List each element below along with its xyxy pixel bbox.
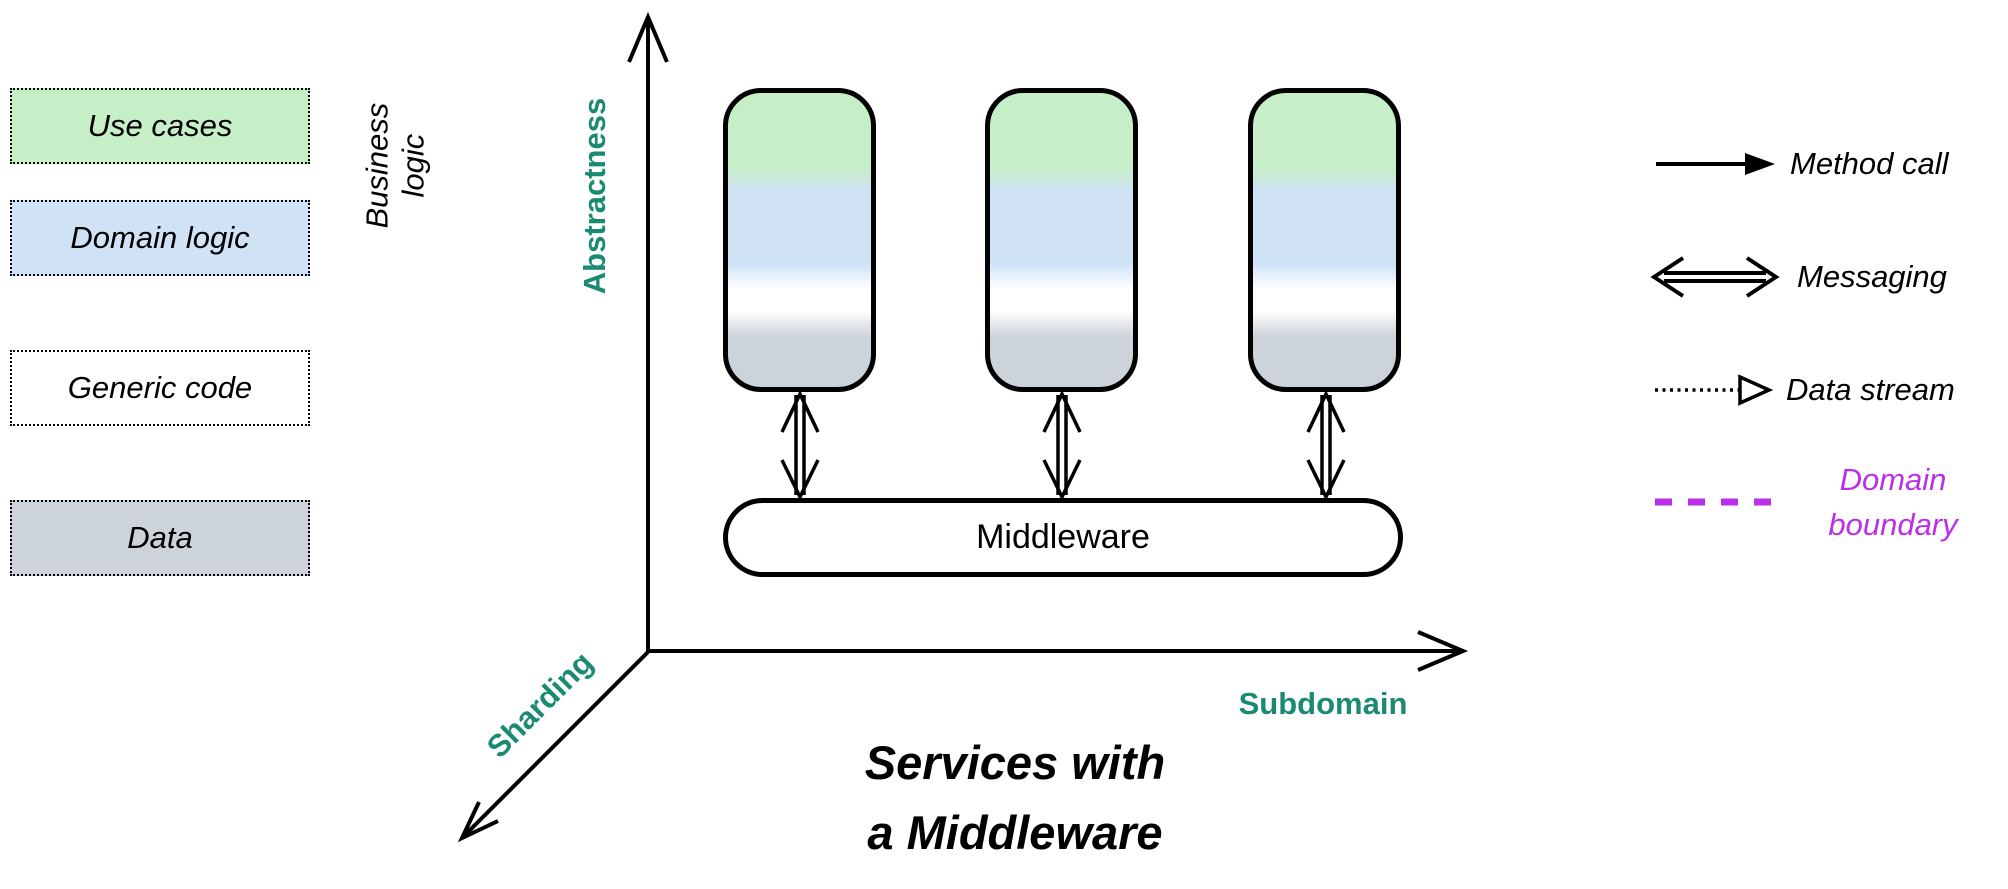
data-stream-arrow-icon [1655, 374, 1774, 406]
sharding-axis-label-wrap: Sharding [430, 600, 650, 810]
legend-box-domain-logic: Domain logic [10, 200, 310, 276]
subdomain-axis-label: Subdomain [1238, 686, 1408, 721]
messaging-arrow-icon [1650, 256, 1780, 298]
abstractness-axis [627, 11, 669, 652]
legend-label-generic-code: Generic code [67, 370, 253, 405]
abstractness-axis-label-wrap: Abstractness [560, 66, 630, 326]
subdomain-axis [648, 630, 1469, 672]
sharding-axis [457, 650, 650, 843]
legend-box-use-cases: Use cases [10, 88, 310, 164]
method-call-arrow-icon [1656, 153, 1775, 175]
legend-label-data: Data [127, 520, 193, 555]
legend-box-generic-code: Generic code [10, 350, 310, 426]
messaging-connector-2 [1042, 389, 1082, 502]
legend-label-use-cases: Use cases [87, 108, 233, 143]
middleware-label: Middleware [976, 518, 1150, 556]
legend-box-data: Data [10, 500, 310, 576]
service-box-2 [985, 88, 1138, 392]
legend-label-messaging: Messaging [1797, 259, 1947, 294]
legend-label-domain-logic: Domain logic [70, 220, 250, 255]
title-line-2: a Middleware [867, 805, 1163, 859]
messaging-connector-1 [780, 389, 820, 502]
abstractness-axis-label: Abstractness [577, 97, 613, 295]
messaging-connector-3 [1306, 389, 1346, 502]
service-box-3 [1248, 88, 1401, 392]
legend-label-data-stream: Data stream [1786, 372, 1955, 407]
middleware-box: Middleware [723, 498, 1403, 577]
service-box-1 [723, 88, 876, 392]
legend-label-domain-boundary: Domain boundary [1828, 462, 1958, 542]
legend-label-method-call: Method call [1790, 146, 1949, 181]
domain-boundary-line-icon [1655, 498, 1777, 506]
diagram-title: Services with a Middleware [795, 728, 1235, 867]
sharding-axis-label: Sharding [479, 644, 600, 765]
title-line-1: Services with [864, 736, 1166, 789]
